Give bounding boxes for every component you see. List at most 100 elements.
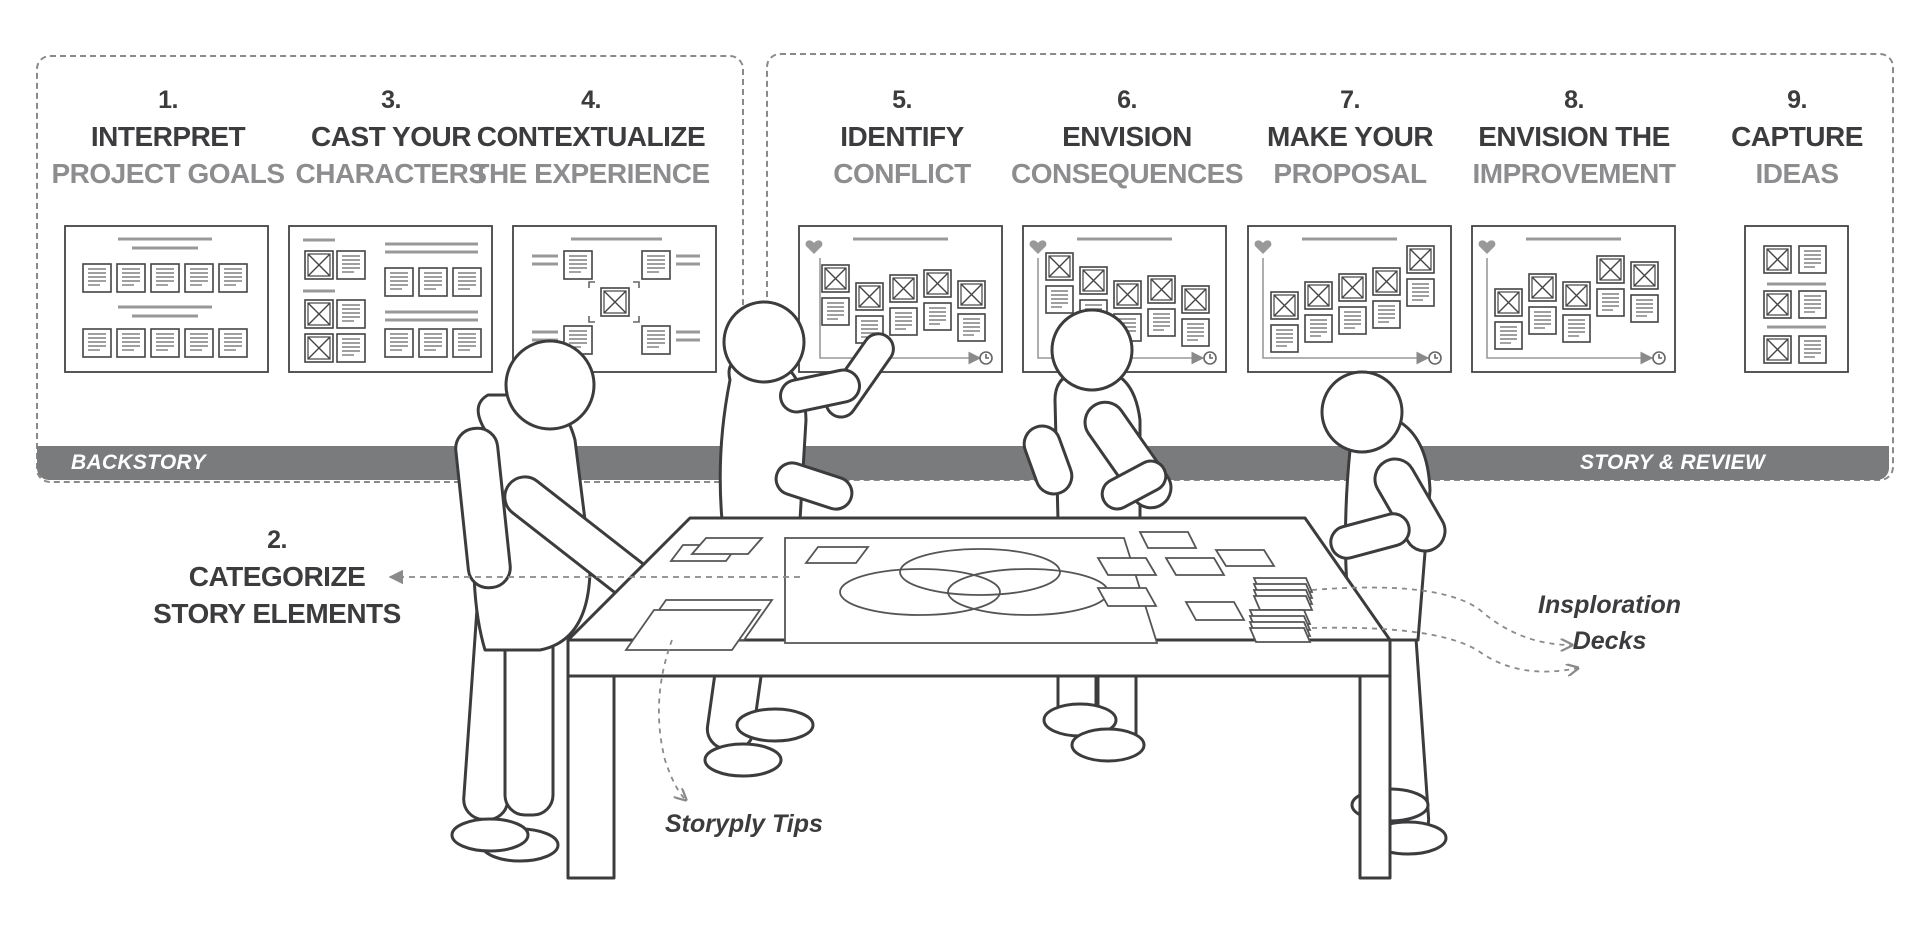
step-8: 8. ENVISION THE IMPROVEMENT <box>1473 82 1676 192</box>
insploration-decks-label: Insploration Decks <box>1538 587 1681 659</box>
text-card-icon <box>336 333 366 363</box>
backstory-label: BACKSTORY <box>71 451 206 474</box>
text-card-icon <box>1494 321 1523 350</box>
placeholder-image-icon <box>1528 273 1557 302</box>
text-card-icon <box>1528 306 1557 335</box>
placeholder-image-icon <box>304 299 334 329</box>
step-2: 2. CATEGORIZE STORY ELEMENTS <box>153 522 401 632</box>
step-title: INTERPRET <box>90 121 246 152</box>
placeholder-image-icon <box>1763 290 1792 319</box>
step-number: 1. <box>158 86 178 114</box>
text-card-icon <box>150 263 180 293</box>
text-card-icon <box>641 325 671 355</box>
text-card-icon <box>641 250 671 280</box>
text-card-icon <box>82 263 112 293</box>
text-card-icon <box>218 263 248 293</box>
step-title: ENVISION <box>1062 121 1192 152</box>
text-card-icon <box>150 328 180 358</box>
placeholder-image-icon <box>1147 275 1176 304</box>
step-number: 2. <box>267 526 287 554</box>
person-left <box>450 339 657 863</box>
text-card-icon <box>336 299 366 329</box>
step-number: 3. <box>381 86 401 114</box>
step-title: CONTEXTUALIZE <box>476 121 706 152</box>
step-subtitle: CONFLICT <box>833 158 971 189</box>
text-card-icon <box>452 267 482 297</box>
step-subtitle: STORY ELEMENTS <box>153 598 401 629</box>
placeholder-image-icon <box>821 264 850 293</box>
placeholder-image-icon <box>1270 291 1299 320</box>
decks-line-2: Decks <box>1572 627 1647 655</box>
step-1: 1. INTERPRET PROJECT GOALS <box>51 82 285 192</box>
text-card-icon <box>1045 285 1074 314</box>
step-number: 4. <box>581 86 601 114</box>
board-cards <box>82 245 1827 364</box>
text-card-icon <box>1798 245 1827 274</box>
text-card-icon <box>1798 290 1827 319</box>
text-card-icon <box>1798 335 1827 364</box>
table-items <box>624 531 1314 651</box>
text-card-icon <box>1338 306 1367 335</box>
step-number: 5. <box>892 86 912 114</box>
step-title: CATEGORIZE <box>188 561 366 592</box>
venn-sheet <box>784 537 1159 644</box>
text-card-icon <box>184 263 214 293</box>
text-card-icon <box>116 263 146 293</box>
step-title: CAST YOUR <box>311 121 471 152</box>
text-card-icon <box>1181 318 1210 347</box>
placeholder-image-icon <box>1045 252 1074 281</box>
step-subtitle: IMPROVEMENT <box>1472 158 1676 189</box>
step-title: MAKE YOUR <box>1266 121 1434 152</box>
placeholder-image-icon <box>1406 245 1435 274</box>
placeholder-image-icon <box>1494 288 1523 317</box>
placeholder-image-icon <box>1338 273 1367 302</box>
text-card-icon <box>418 328 448 358</box>
step-number: 6. <box>1117 86 1137 114</box>
text-card-icon <box>384 328 414 358</box>
placeholder-image-icon <box>304 333 334 363</box>
text-card-icon <box>1270 324 1299 353</box>
step-subtitle: CONSEQUENCES <box>1010 158 1244 189</box>
text-card-icon <box>116 328 146 358</box>
placeholder-image-icon <box>855 282 884 311</box>
text-card-icon <box>418 267 448 297</box>
storyply-tips-label: Storyply Tips <box>665 810 823 838</box>
placeholder-image-icon <box>1372 267 1401 296</box>
placeholder-image-icon <box>923 269 952 298</box>
placeholder-image-icon <box>1079 266 1108 295</box>
figures <box>450 300 1448 863</box>
text-card-icon <box>889 307 918 336</box>
step-subtitle: IDEAS <box>1755 158 1839 189</box>
placeholder-image-icon <box>1763 335 1792 364</box>
text-card-icon <box>336 250 366 280</box>
placeholder-image-icon <box>1763 245 1792 274</box>
placeholder-image-icon <box>1630 261 1659 290</box>
step-9: 9. CAPTURE IDEAS <box>1731 82 1863 192</box>
placeholder-image-icon <box>600 287 630 317</box>
text-card-icon <box>563 250 593 280</box>
story-review-zone <box>766 53 1894 481</box>
text-card-icon <box>452 328 482 358</box>
placeholder-image-icon <box>304 250 334 280</box>
placeholder-image-icon <box>1562 281 1591 310</box>
step-6: 6. ENVISION CONSEQUENCES <box>1010 82 1244 192</box>
text-card-icon <box>1596 288 1625 317</box>
text-card-icon <box>1562 314 1591 343</box>
heart-icon <box>805 240 1496 254</box>
person-center <box>1022 308 1173 763</box>
step-subtitle: THE EXPERIENCE <box>472 158 710 189</box>
story-review-label: STORY & REVIEW <box>1580 451 1766 474</box>
placeholder-image-icon <box>1304 281 1333 310</box>
clock-icon <box>979 351 1666 365</box>
step-number: 9. <box>1787 86 1807 114</box>
step-subtitle: CHARACTERS <box>295 158 488 189</box>
placeholder-image-icon <box>889 274 918 303</box>
step-number: 8. <box>1564 86 1584 114</box>
step-title: CAPTURE <box>1731 121 1863 152</box>
arrow-icon <box>388 569 1578 800</box>
placeholder-image-icon <box>1596 255 1625 284</box>
step-4: 4. CONTEXTUALIZE THE EXPERIENCE <box>472 82 710 192</box>
text-card-icon <box>184 328 214 358</box>
text-card-icon <box>923 302 952 331</box>
